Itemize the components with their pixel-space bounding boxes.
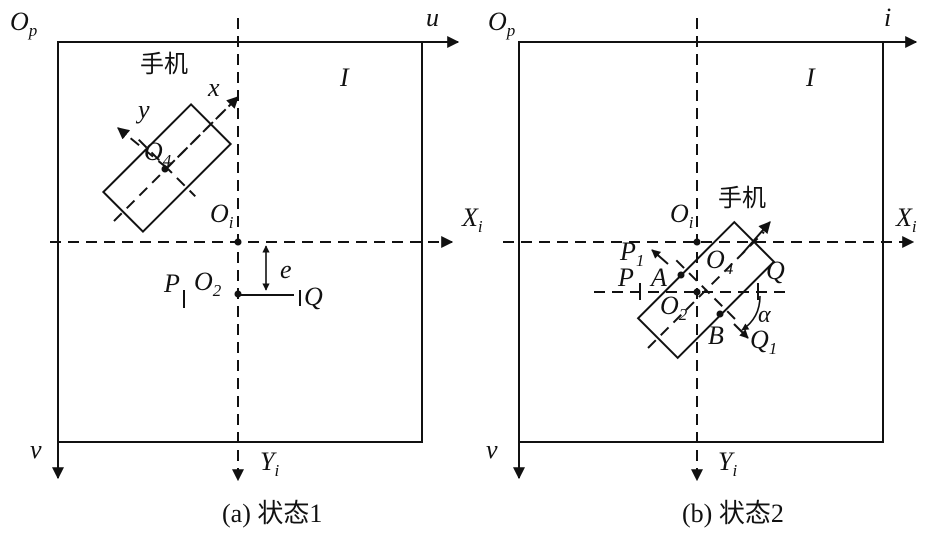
corner-label-a: Op xyxy=(10,7,37,40)
xi-label-b: Xi xyxy=(895,203,917,236)
o4-point-a xyxy=(161,165,169,173)
image-label-b: I xyxy=(805,63,816,92)
alpha-arc xyxy=(741,295,761,331)
b-point xyxy=(716,310,724,318)
oi-point-a xyxy=(234,238,242,246)
o2-label-b: O2 xyxy=(660,291,688,324)
i-label: i xyxy=(884,3,891,32)
y-label-a: y xyxy=(135,95,150,124)
oi-label-b: Oi xyxy=(670,199,694,232)
oi-point-b xyxy=(693,238,701,246)
o4-label-b: O4 xyxy=(706,245,734,278)
alpha-label: α xyxy=(758,302,771,328)
xi-label-a: Xi xyxy=(461,203,483,236)
q1-arrow xyxy=(733,323,749,339)
caption-b: (b) 状态2 xyxy=(682,499,784,528)
oi-label-a: Oi xyxy=(210,199,234,232)
a-label: A xyxy=(649,263,667,292)
q-label-a: Q xyxy=(304,282,323,311)
phone-label-b: 手机 xyxy=(718,184,766,212)
phone-direction-arrow xyxy=(741,221,771,255)
v-label-b: v xyxy=(486,435,498,464)
panel-b: Op i v I 手机 Oi Xi Yi P1 P A O4 Q O2 α B … xyxy=(486,3,918,528)
a-point xyxy=(677,271,685,279)
o2-point-b xyxy=(693,288,701,296)
panel-a: Op u v I 手机 x y O4 Oi Xi Yi e P O2 Q (a)… xyxy=(10,3,483,528)
phone-label-a: 手机 xyxy=(140,50,188,78)
p1-arrow xyxy=(651,249,669,265)
o2-label-a: O2 xyxy=(194,267,222,300)
b-label: B xyxy=(708,321,724,350)
u-label: u xyxy=(426,3,439,32)
corner-label-b: Op xyxy=(488,7,515,40)
image-label-a: I xyxy=(339,63,350,92)
q-label-b: Q xyxy=(766,256,785,285)
y-axis-arrow-a xyxy=(117,127,168,169)
caption-a: (a) 状态1 xyxy=(222,499,322,528)
yi-label-a: Yi xyxy=(260,447,279,480)
x-label-a: x xyxy=(207,73,220,102)
yi-label-b: Yi xyxy=(718,447,737,480)
v-label-a: v xyxy=(30,435,42,464)
o4-label-a: O4 xyxy=(144,137,172,170)
q1-label: Q1 xyxy=(750,325,777,358)
p-label-b: P xyxy=(617,263,634,292)
e-label: e xyxy=(280,255,292,284)
p1-label: P1 xyxy=(619,237,644,270)
p-label-a: P xyxy=(163,269,180,298)
